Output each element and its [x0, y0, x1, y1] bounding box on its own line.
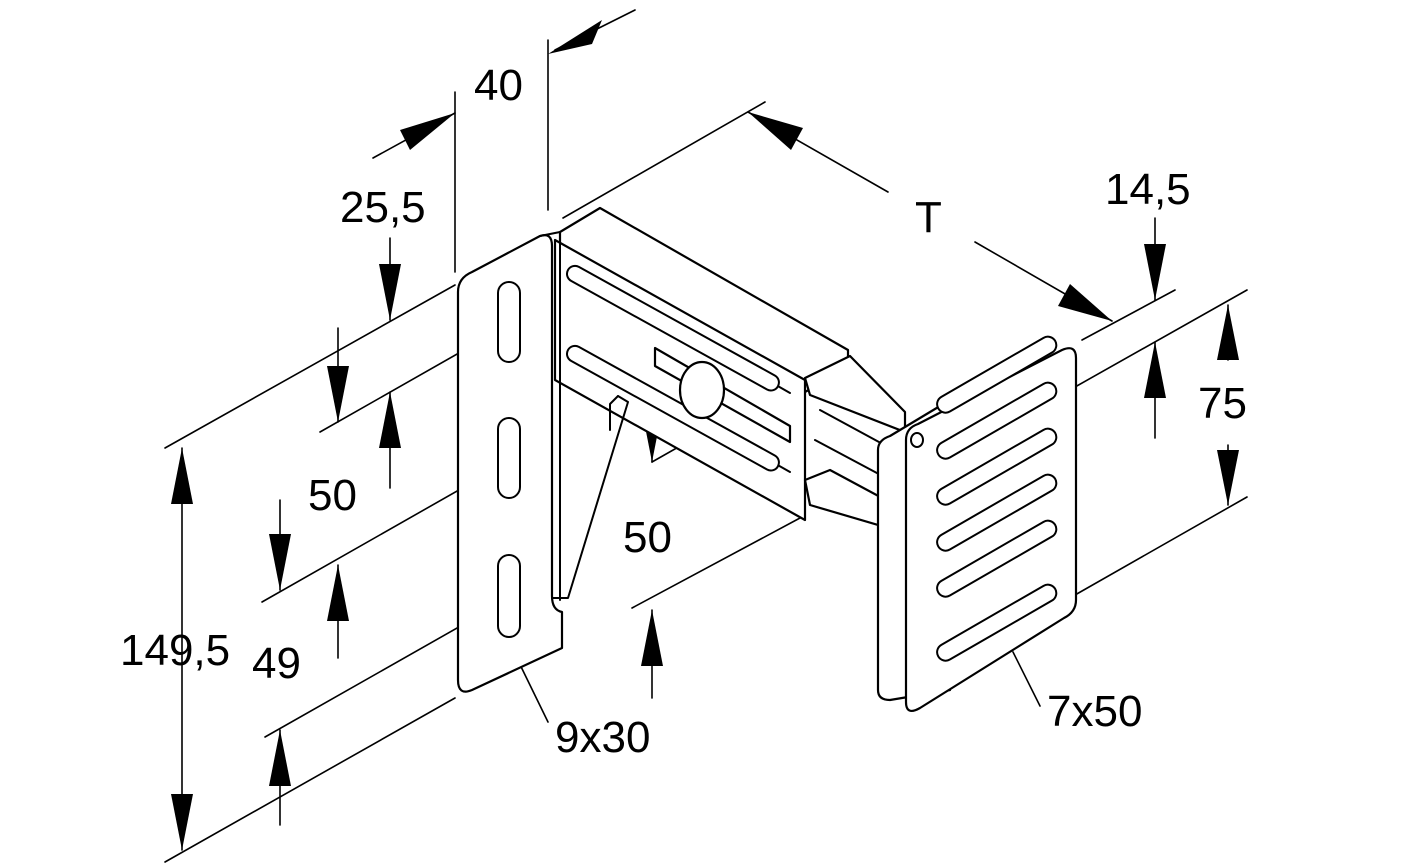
- right-slots: [936, 335, 1058, 662]
- dimension-labels: 40 25,5 T 14,5 75 50 50 49 149,5 9x30 7x…: [120, 61, 1247, 762]
- arrow-50-left-a: [379, 264, 401, 320]
- rail-upper: [803, 354, 907, 434]
- channel-slot-2: [565, 344, 780, 472]
- arrow-75-bottom: [1217, 450, 1239, 505]
- right-plate-hinge: [910, 432, 924, 448]
- right-slot-6: [936, 583, 1058, 662]
- callout-right-slot-size: 7x50: [1047, 687, 1142, 736]
- dim-offset-top: 25,5: [340, 183, 426, 232]
- right-slot-2: [936, 381, 1058, 460]
- left-slot-1: [497, 281, 521, 363]
- arrow-t-left: [748, 112, 803, 150]
- dim-bottom-offset: 49: [252, 639, 301, 688]
- arrow-49-bottom: [327, 565, 349, 621]
- dim-depth: T: [915, 193, 942, 242]
- left-slot-3: [497, 554, 521, 638]
- bolt-head: [678, 360, 726, 420]
- bracket-body: [456, 206, 1078, 712]
- arrow-50-left-c: [379, 392, 401, 448]
- dimension-lines: [164, 9, 1248, 863]
- arrow-49-top: [269, 534, 291, 590]
- right-slot-3: [936, 427, 1058, 506]
- arrow-50-left-b: [327, 366, 349, 422]
- arrow-25-5: [400, 113, 455, 150]
- arrow-14-5-top: [1144, 244, 1166, 300]
- callout-left-slot-size: 9x30: [555, 713, 650, 762]
- arrow-14-5-bottom: [1144, 342, 1166, 398]
- right-slot-1: [936, 335, 1058, 414]
- arrow-149-5-top: [171, 448, 193, 504]
- arrow-40: [548, 20, 602, 54]
- left-slot-2: [497, 417, 521, 499]
- dim-right-spacing: 75: [1198, 379, 1247, 428]
- channel-slot-1: [565, 264, 780, 392]
- arrow-50-center-bottom: [641, 610, 663, 666]
- right-slot-5: [936, 519, 1058, 598]
- dim-left-slot-spacing: 50: [308, 471, 357, 520]
- arrow-75-top: [1217, 305, 1239, 360]
- dim-center-spacing: 50: [623, 513, 672, 562]
- right-slot-4: [936, 473, 1058, 552]
- arrow-49-base: [269, 730, 291, 786]
- arrow-149-5-bottom: [171, 794, 193, 850]
- dim-total-height: 149,5: [120, 626, 230, 675]
- dim-width-top: 40: [474, 61, 523, 110]
- dim-right-top-offset: 14,5: [1105, 165, 1191, 214]
- arrow-t-right: [1058, 284, 1112, 321]
